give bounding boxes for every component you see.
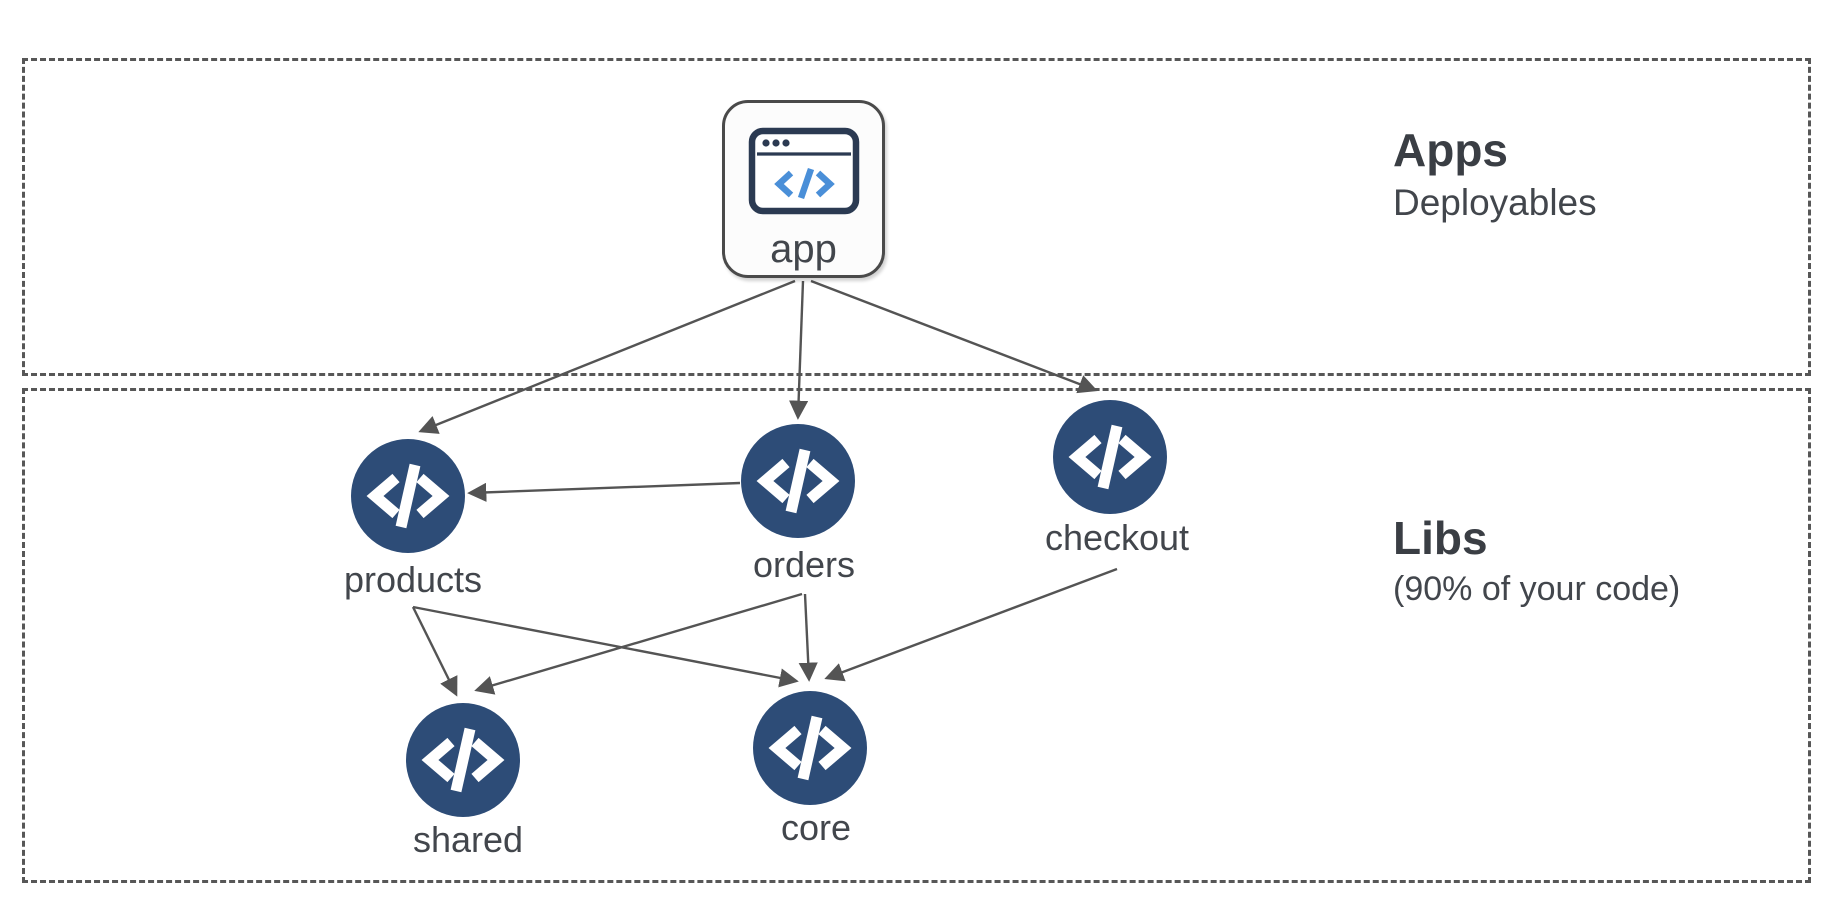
node-products-label: products xyxy=(343,559,483,600)
code-icon xyxy=(756,448,840,514)
code-icon xyxy=(768,715,852,781)
code-icon xyxy=(1068,424,1152,490)
code-icon xyxy=(773,167,835,200)
node-core xyxy=(753,691,867,805)
node-orders xyxy=(741,424,855,538)
apps-zone-title: Apps xyxy=(1393,124,1508,176)
code-icon xyxy=(366,463,450,529)
libs-zone-subtitle: (90% of your code) xyxy=(1393,569,1681,608)
apps-zone-label: Apps Deployables xyxy=(1393,124,1597,225)
node-app-label: app xyxy=(770,227,837,271)
node-app: app xyxy=(722,100,885,278)
apps-zone-subtitle: Deployables xyxy=(1393,181,1597,223)
node-checkout xyxy=(1053,400,1167,514)
node-products xyxy=(351,439,465,553)
libs-zone-label: Libs (90% of your code) xyxy=(1393,512,1680,610)
browser-window-icon xyxy=(748,127,859,215)
node-orders-label: orders xyxy=(752,544,856,585)
code-icon xyxy=(421,727,505,793)
node-shared-label: shared xyxy=(412,819,524,860)
node-shared xyxy=(406,703,520,817)
node-checkout-label: checkout xyxy=(1044,517,1190,558)
libs-zone-title: Libs xyxy=(1393,512,1488,564)
node-core-label: core xyxy=(780,807,852,848)
